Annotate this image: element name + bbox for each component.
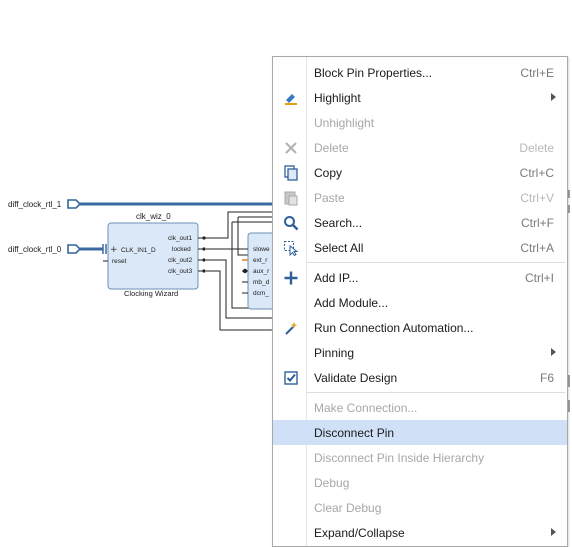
menu-item-label: Block Pin Properties... xyxy=(314,66,433,80)
menu-item-debug[interactable]: Debug xyxy=(273,470,567,495)
pin-label-clk-out3: clk_out3 xyxy=(168,268,193,275)
delete-icon xyxy=(282,139,300,157)
menu-item-label: Search... xyxy=(314,216,363,230)
menu-item-label: Disconnect Pin xyxy=(314,426,395,440)
pin-label-reset: reset xyxy=(112,258,127,265)
copy-icon xyxy=(282,164,300,182)
menu-item-label: Pinning xyxy=(314,346,355,360)
menu-item-label: Add IP... xyxy=(314,271,359,285)
submenu-arrow-icon xyxy=(551,348,556,356)
menu-item-shortcut: F6 xyxy=(539,371,554,385)
menu-item-shortcut: Ctrl+F xyxy=(521,216,554,230)
port-label-diff-clock-rtl-0: diff_clock_rtl_0 xyxy=(8,245,62,254)
menu-item-shortcut: Ctrl+V xyxy=(520,191,554,205)
menu-item-label: Run Connection Automation... xyxy=(314,321,474,335)
add-icon xyxy=(282,269,300,287)
pin-label-clk-in1-d: CLK_IN1_D xyxy=(121,247,156,254)
menu-item-label: Validate Design xyxy=(314,371,398,385)
menu-item-unhighlight[interactable]: Unhighlight xyxy=(273,110,567,135)
paste-icon xyxy=(282,189,300,207)
menu-separator xyxy=(307,392,565,393)
output-pin-stubs xyxy=(198,237,204,272)
block-title: clk_wiz_0 xyxy=(136,212,171,221)
pin-label-mb-d: mb_d xyxy=(253,279,270,286)
menu-item-select-all[interactable]: Select All Ctrl+A xyxy=(273,235,567,260)
menu-item-clear-debug[interactable]: Clear Debug xyxy=(273,495,567,520)
pin-label-clk-out2: clk_out2 xyxy=(168,257,193,264)
highlight-icon xyxy=(282,89,300,107)
menu-item-search[interactable]: Search... Ctrl+F xyxy=(273,210,567,235)
menu-item-label: Highlight xyxy=(314,91,361,105)
menu-item-disconnect-pin[interactable]: Disconnect Pin xyxy=(273,420,567,445)
menu-item-disconnect-pin-inside-hierarchy[interactable]: Disconnect Pin Inside Hierarchy xyxy=(273,445,567,470)
menu-item-delete[interactable]: Delete Delete xyxy=(273,135,567,160)
menu-item-add-module[interactable]: Add Module... xyxy=(273,290,567,315)
menu-item-run-connection-automation[interactable]: Run Connection Automation... xyxy=(273,315,567,340)
search-icon xyxy=(282,214,300,232)
expand-pin-icon[interactable]: + xyxy=(110,245,118,255)
menu-item-highlight[interactable]: Highlight xyxy=(273,85,567,110)
menu-item-shortcut: Delete xyxy=(519,141,554,155)
menu-item-shortcut: Ctrl+E xyxy=(520,66,554,80)
menu-icon-gutter xyxy=(306,57,307,546)
menu-item-label: Select All xyxy=(314,241,364,255)
pin-label-slowe: slowe xyxy=(253,246,270,253)
submenu-arrow-icon xyxy=(551,528,556,536)
menu-separator xyxy=(307,262,565,263)
block-subtitle: Clocking Wizard xyxy=(124,289,178,298)
output-pin-dots xyxy=(202,236,206,273)
menu-item-label: Add Module... xyxy=(314,296,389,310)
menu-item-label: Expand/Collapse xyxy=(314,526,405,540)
port-connector-diff-clock-rtl-0[interactable] xyxy=(67,244,82,254)
menu-item-validate-design[interactable]: Validate Design F6 xyxy=(273,365,567,390)
menu-item-shortcut: Ctrl+C xyxy=(519,166,554,180)
menu-item-label: Make Connection... xyxy=(314,401,418,415)
menu-item-block-pin-properties[interactable]: Block Pin Properties... Ctrl+E xyxy=(273,60,567,85)
menu-item-label: Disconnect Pin Inside Hierarchy xyxy=(314,451,485,465)
pin-label-ext-r: ext_r xyxy=(253,257,268,264)
pin-label-locked: locked xyxy=(172,246,191,253)
menu-item-paste[interactable]: Paste Ctrl+V xyxy=(273,185,567,210)
clocking-wizard-block[interactable] xyxy=(107,222,199,290)
menu-item-expand-collapse[interactable]: Expand/Collapse xyxy=(273,520,567,545)
validate-icon xyxy=(282,369,300,387)
menu-item-label: Debug xyxy=(314,476,350,490)
menu-item-add-ip[interactable]: Add IP... Ctrl+I xyxy=(273,265,567,290)
menu-item-copy[interactable]: Copy Ctrl+C xyxy=(273,160,567,185)
pin-label-aux-r: aux_r xyxy=(253,268,270,275)
menu-item-make-connection[interactable]: Make Connection... xyxy=(273,395,567,420)
menu-item-label: Copy xyxy=(314,166,343,180)
select-all-icon xyxy=(282,239,300,257)
menu-item-shortcut: Ctrl+A xyxy=(520,241,554,255)
port-connector-diff-clock-rtl-1[interactable] xyxy=(67,199,82,209)
pin-label-dcm: dcm_ xyxy=(253,290,269,297)
menu-item-label: Clear Debug xyxy=(314,501,382,515)
submenu-arrow-icon xyxy=(551,93,556,101)
menu-item-label: Paste xyxy=(314,191,345,205)
inverted-pin-bubble xyxy=(242,268,248,274)
pin-label-clk-out1: clk_out1 xyxy=(168,235,193,242)
menu-item-shortcut: Ctrl+I xyxy=(524,271,554,285)
menu-item-pinning[interactable]: Pinning xyxy=(273,340,567,365)
port-label-diff-clock-rtl-1: diff_clock_rtl_1 xyxy=(8,200,62,209)
menu-item-label: Delete xyxy=(314,141,349,155)
menu-item-label: Unhighlight xyxy=(314,116,375,130)
wand-icon xyxy=(282,319,300,337)
